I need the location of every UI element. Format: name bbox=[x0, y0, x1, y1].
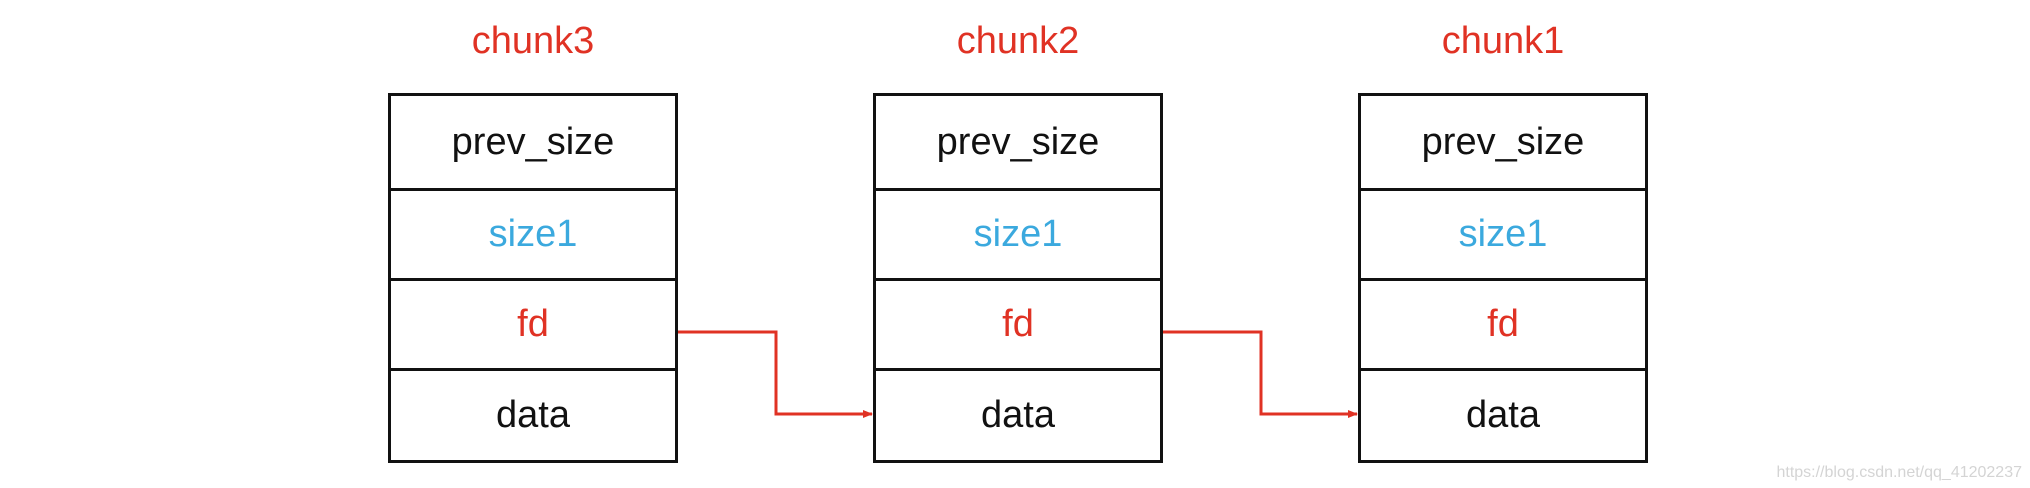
field-fd: fd bbox=[876, 278, 1160, 368]
field-fd: fd bbox=[391, 278, 675, 368]
chunk-title: chunk3 bbox=[471, 20, 595, 62]
field-size: size1 bbox=[391, 188, 675, 278]
fd-pointer-chunk3-to-chunk2 bbox=[678, 330, 873, 418]
chunk-title: chunk1 bbox=[1441, 20, 1565, 62]
chunk-box: prev_size size1 fd data bbox=[873, 93, 1163, 463]
watermark: https://blog.csdn.net/qq_41202237 bbox=[1776, 464, 2022, 481]
field-size: size1 bbox=[876, 188, 1160, 278]
field-data: data bbox=[1361, 368, 1645, 460]
field-data: data bbox=[391, 368, 675, 460]
chunk-box: prev_size size1 fd data bbox=[1358, 93, 1648, 463]
fd-pointer-chunk2-to-chunk1 bbox=[1163, 330, 1358, 418]
field-prev-size: prev_size bbox=[1421, 120, 1585, 163]
field-prev-size: prev_size bbox=[936, 120, 1100, 163]
field-size: size1 bbox=[1361, 188, 1645, 278]
chunk-3: chunk3 prev_size size1 fd data bbox=[388, 0, 678, 488]
field-prev-size: prev_size bbox=[451, 120, 615, 163]
chunk-1: chunk1 prev_size size1 fd data bbox=[1358, 0, 1648, 488]
chunk-box: prev_size size1 fd data bbox=[388, 93, 678, 463]
chunk-2: chunk2 prev_size size1 fd data bbox=[873, 0, 1163, 488]
chunk-title: chunk2 bbox=[956, 20, 1080, 62]
field-data: data bbox=[876, 368, 1160, 460]
field-fd: fd bbox=[1361, 278, 1645, 368]
